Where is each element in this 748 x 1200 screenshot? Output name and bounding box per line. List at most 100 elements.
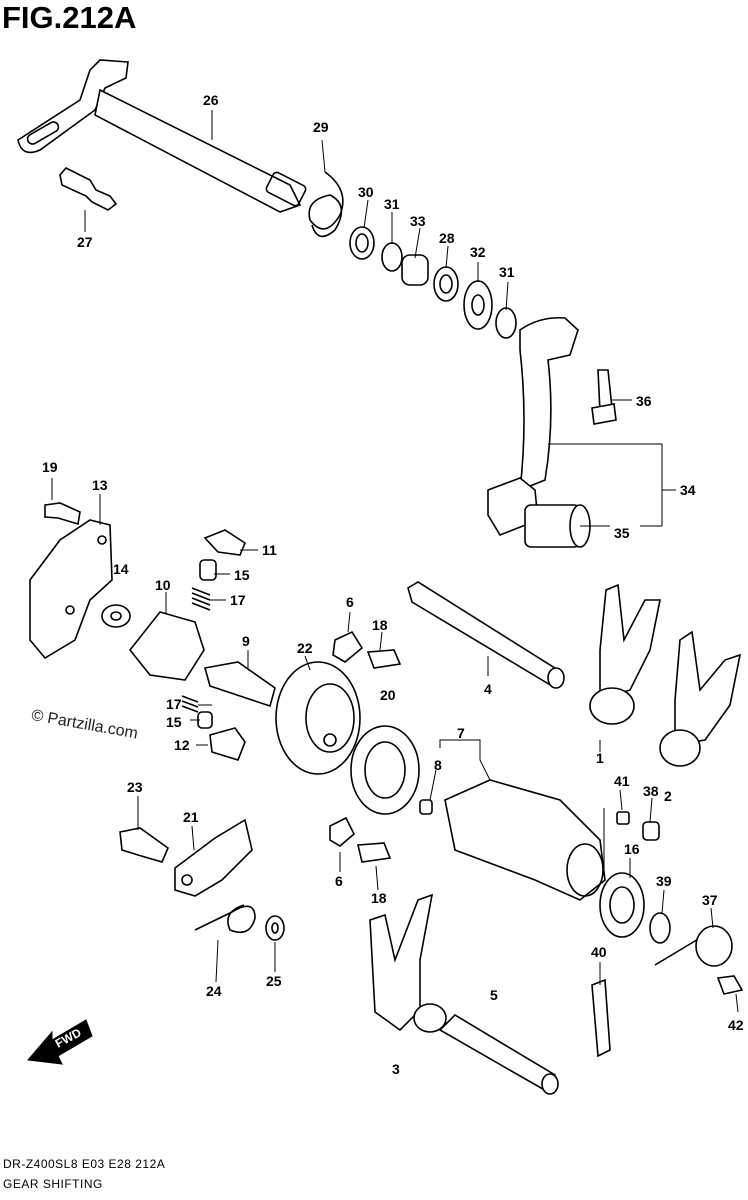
part-stopper-arm-21[interactable] (174, 818, 253, 897)
part-fork-shaft-4[interactable] (407, 581, 565, 689)
part-fork-3[interactable] (369, 893, 447, 1033)
part-pin-27[interactable] (59, 167, 118, 211)
label-21: 21 (183, 809, 199, 825)
label-2: 2 (664, 788, 672, 804)
label-35: 35 (614, 525, 630, 541)
label-17a: 17 (230, 592, 246, 608)
part-circlip-31a[interactable] (381, 242, 403, 272)
label-18b: 18 (371, 890, 387, 906)
label-16: 16 (624, 841, 640, 857)
part-cam-10[interactable] (128, 611, 205, 681)
part-washer-25[interactable] (265, 915, 285, 941)
part-stopper-6b[interactable] (329, 816, 355, 847)
label-40: 40 (591, 944, 607, 960)
label-22: 22 (297, 640, 313, 656)
label-11: 11 (262, 542, 277, 558)
label-17b: 17 (166, 696, 182, 712)
label-1: 1 (596, 750, 604, 766)
part-bearing-33[interactable] (401, 254, 429, 286)
footer-code: DR-Z400SL8 E03 E28 212A (3, 1157, 166, 1171)
part-shift-shaft[interactable] (17, 59, 307, 213)
leader-lines (51, 110, 739, 1013)
part-pin-15b[interactable] (197, 711, 213, 729)
fwd-arrow: FWD (27, 1019, 93, 1065)
label-30: 30 (358, 184, 374, 200)
part-washer-14[interactable] (101, 604, 131, 628)
label-12: 12 (174, 737, 190, 753)
label-9: 9 (242, 633, 250, 649)
label-41: 41 (614, 773, 630, 789)
label-18a: 18 (372, 617, 388, 633)
label-32: 32 (470, 244, 486, 260)
label-39: 39 (656, 873, 672, 889)
label-31a: 31 (384, 196, 400, 212)
part-gearshift-lever[interactable] (487, 316, 591, 548)
part-screw-18a[interactable] (366, 649, 402, 669)
part-spring-29[interactable] (308, 171, 344, 238)
part-fork-1[interactable] (589, 583, 661, 725)
part-pawl-11[interactable] (203, 529, 246, 556)
label-5: 5 (490, 987, 498, 1003)
label-19: 19 (42, 459, 58, 475)
label-23: 23 (127, 779, 143, 795)
part-bolt-23[interactable] (119, 827, 169, 863)
label-31b: 31 (499, 264, 515, 280)
label-26: 26 (203, 92, 219, 108)
footer-name: GEAR SHIFTING (3, 1177, 103, 1191)
part-pin-38[interactable] (642, 821, 660, 841)
label-28: 28 (439, 230, 455, 246)
part-fork-shaft-5[interactable] (438, 1013, 559, 1095)
label-15a: 15 (234, 567, 250, 583)
label-29: 29 (313, 119, 329, 135)
label-33: 33 (410, 213, 426, 229)
part-plate-40[interactable] (591, 978, 611, 1058)
part-pawl-12[interactable] (209, 727, 246, 761)
part-spring-37[interactable] (654, 925, 733, 967)
label-24: 24 (206, 983, 222, 999)
label-7: 7 (457, 725, 465, 741)
part-screw-18b[interactable] (357, 842, 392, 863)
part-bolt-36[interactable] (591, 369, 617, 425)
label-14: 14 (113, 561, 129, 577)
part-ring-39[interactable] (649, 912, 671, 944)
part-fork-2[interactable] (659, 630, 742, 767)
label-15b: 15 (166, 714, 182, 730)
label-34: 34 (680, 482, 696, 498)
part-pin-8[interactable] (419, 799, 433, 815)
part-spring-24[interactable] (194, 904, 256, 934)
part-screw-41[interactable] (616, 811, 630, 825)
label-20: 20 (380, 687, 396, 703)
part-washer-30[interactable] (349, 226, 375, 260)
label-6b: 6 (335, 873, 343, 889)
part-stopper-6a[interactable] (332, 630, 364, 663)
label-4: 4 (484, 681, 492, 697)
part-spring-17a[interactable] (191, 587, 211, 611)
label-10: 10 (155, 577, 171, 593)
figure-title: FIG.212A (2, 0, 137, 35)
part-bearing-16[interactable] (599, 872, 645, 938)
label-6a: 6 (346, 594, 354, 610)
part-washer-32[interactable] (463, 280, 493, 330)
label-3: 3 (392, 1061, 400, 1077)
part-spring-17b[interactable] (181, 695, 199, 713)
part-circlip-31b[interactable] (495, 307, 517, 339)
part-drum-cam-22[interactable] (275, 661, 361, 775)
label-13: 13 (92, 477, 108, 493)
label-37: 37 (702, 892, 718, 908)
label-27: 27 (77, 234, 93, 250)
label-38: 38 (643, 783, 659, 799)
part-bolt-42[interactable] (716, 975, 744, 995)
part-labels: 1 2 3 4 5 6 6 7 8 9 10 11 12 13 14 15 15… (42, 92, 744, 1077)
part-bearing-drum[interactable] (350, 725, 420, 815)
label-25: 25 (266, 973, 282, 989)
label-42: 42 (728, 1017, 744, 1033)
part-screw-19[interactable] (44, 502, 81, 526)
part-shaft-9[interactable] (203, 661, 276, 708)
part-shift-drum-7[interactable] (444, 779, 606, 901)
part-seal-28[interactable] (433, 266, 459, 302)
part-plate-13[interactable] (29, 519, 113, 660)
label-8: 8 (434, 757, 442, 773)
part-pin-15a[interactable] (199, 559, 217, 581)
label-36: 36 (636, 393, 652, 409)
